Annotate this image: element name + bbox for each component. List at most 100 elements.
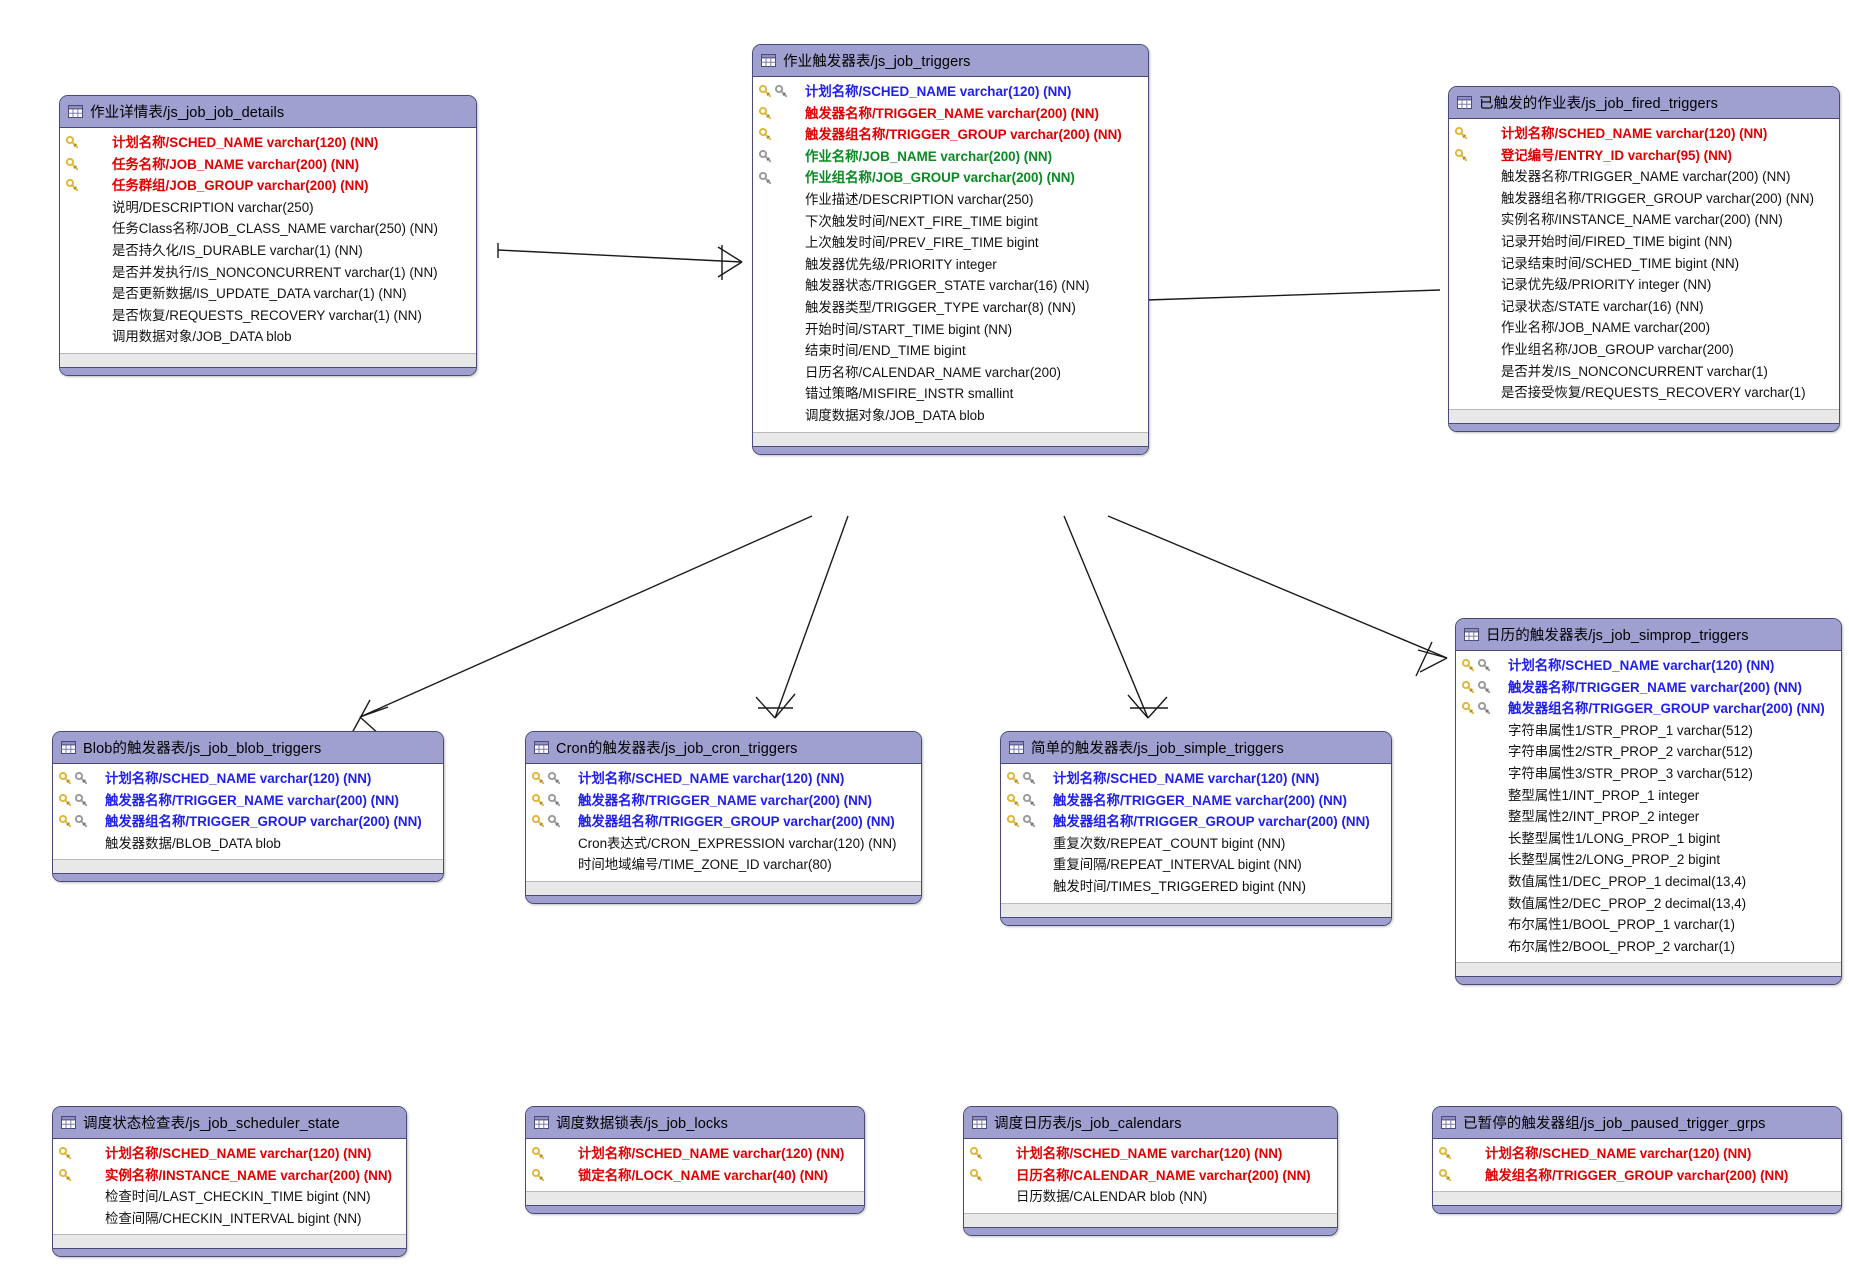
column-row[interactable]: 任务名称/JOB_NAME varchar(200) (NN)	[60, 154, 476, 176]
column-row[interactable]: 触发器名称/TRIGGER_NAME varchar(200) (NN)	[526, 790, 921, 812]
column-row[interactable]: 记录状态/STATE varchar(16) (NN)	[1449, 296, 1839, 318]
column-row[interactable]: 计划名称/SCHED_NAME varchar(120) (NN)	[1456, 655, 1841, 677]
column-row[interactable]: 计划名称/SCHED_NAME varchar(120) (NN)	[53, 768, 443, 790]
column-row[interactable]: 整型属性1/INT_PROP_1 integer	[1456, 785, 1841, 807]
column-row[interactable]: 调用数据对象/JOB_DATA blob	[60, 326, 476, 348]
column-row[interactable]: 计划名称/SCHED_NAME varchar(120) (NN)	[964, 1143, 1337, 1165]
column-row[interactable]: 字符串属性3/STR_PROP_3 varchar(512)	[1456, 763, 1841, 785]
column-row[interactable]: 计划名称/SCHED_NAME varchar(120) (NN)	[1449, 123, 1839, 145]
column-row[interactable]: 任务群组/JOB_GROUP varchar(200) (NN)	[60, 175, 476, 197]
column-row[interactable]: 日历数据/CALENDAR blob (NN)	[964, 1186, 1337, 1208]
column-row[interactable]: 触发器组名称/TRIGGER_GROUP varchar(200) (NN)	[1449, 188, 1839, 210]
column-row[interactable]: 结束时间/END_TIME bigint	[753, 340, 1148, 362]
column-row[interactable]: 错过策略/MISFIRE_INSTR smallint	[753, 383, 1148, 405]
column-row[interactable]: 计划名称/SCHED_NAME varchar(120) (NN)	[1433, 1143, 1841, 1165]
column-row[interactable]: 计划名称/SCHED_NAME varchar(120) (NN)	[60, 132, 476, 154]
column-row[interactable]: 是否并发/IS_NONCONCURRENT varchar(1)	[1449, 361, 1839, 383]
column-row[interactable]: 触发器类型/TRIGGER_TYPE varchar(8) (NN)	[753, 297, 1148, 319]
relationship-triggers-blob_triggers[interactable]	[351, 515, 813, 736]
column-row[interactable]: 实例名称/INSTANCE_NAME varchar(200) (NN)	[1449, 209, 1839, 231]
column-row[interactable]: 计划名称/SCHED_NAME varchar(120) (NN)	[1001, 768, 1391, 790]
column-row[interactable]: 作业名称/JOB_NAME varchar(200) (NN)	[753, 146, 1148, 168]
column-row[interactable]: 布尔属性1/BOOL_PROP_1 varchar(1)	[1456, 914, 1841, 936]
column-row[interactable]: 日历名称/CALENDAR_NAME varchar(200) (NN)	[964, 1165, 1337, 1187]
column-row[interactable]: 登记编号/ENTRY_ID varchar(95) (NN)	[1449, 145, 1839, 167]
entity-table-calendars[interactable]: 调度日历表/js_job_calendars 计划名称/SCHED_NAME va…	[963, 1106, 1338, 1236]
column-row[interactable]: 实例名称/INSTANCE_NAME varchar(200) (NN)	[53, 1165, 406, 1187]
column-row[interactable]: 是否更新数据/IS_UPDATE_DATA varchar(1) (NN)	[60, 283, 476, 305]
column-row[interactable]: 记录结束时间/SCHED_TIME bigint (NN)	[1449, 253, 1839, 275]
entity-table-simprop_triggers[interactable]: 日历的触发器表/js_job_simprop_triggers 计划名称/SCHE…	[1455, 618, 1842, 986]
column-row[interactable]: 触发器组名称/TRIGGER_GROUP varchar(200) (NN)	[753, 124, 1148, 146]
entity-table-blob_triggers[interactable]: Blob的触发器表/js_job_blob_triggers 计划名称/SCHED…	[52, 731, 444, 883]
column-row[interactable]: 计划名称/SCHED_NAME varchar(120) (NN)	[753, 81, 1148, 103]
column-row[interactable]: 检查间隔/CHECKIN_INTERVAL bigint (NN)	[53, 1208, 406, 1230]
column-row[interactable]: 长整型属性1/LONG_PROP_1 bigint	[1456, 828, 1841, 850]
column-row[interactable]: 重复次数/REPEAT_COUNT bigint (NN)	[1001, 833, 1391, 855]
table-header-blob_triggers[interactable]: Blob的触发器表/js_job_blob_triggers	[53, 732, 443, 764]
column-row[interactable]: 触发器状态/TRIGGER_STATE varchar(16) (NN)	[753, 275, 1148, 297]
column-row[interactable]: 整型属性2/INT_PROP_2 integer	[1456, 806, 1841, 828]
table-header-job_details[interactable]: 作业详情表/js_job_job_details	[60, 96, 476, 128]
column-row[interactable]: 触发器名称/TRIGGER_NAME varchar(200) (NN)	[1001, 790, 1391, 812]
column-row[interactable]: 触发器组名称/TRIGGER_GROUP varchar(200) (NN)	[1456, 698, 1841, 720]
column-row[interactable]: 是否接受恢复/REQUESTS_RECOVERY varchar(1)	[1449, 382, 1839, 404]
column-row[interactable]: 触发器名称/TRIGGER_NAME varchar(200) (NN)	[1456, 677, 1841, 699]
relationship-triggers-simple_triggers[interactable]	[1063, 515, 1168, 719]
column-row[interactable]: 时间地域编号/TIME_ZONE_ID varchar(80)	[526, 854, 921, 876]
column-row[interactable]: 计划名称/SCHED_NAME varchar(120) (NN)	[53, 1143, 406, 1165]
column-row[interactable]: 作业组名称/JOB_GROUP varchar(200)	[1449, 339, 1839, 361]
entity-table-simple_triggers[interactable]: 简单的触发器表/js_job_simple_triggers 计划名称/SCHED…	[1000, 731, 1392, 926]
column-row[interactable]: 开始时间/START_TIME bigint (NN)	[753, 319, 1148, 341]
column-row[interactable]: 检查时间/LAST_CHECKIN_TIME bigint (NN)	[53, 1186, 406, 1208]
column-row[interactable]: 字符串属性1/STR_PROP_1 varchar(512)	[1456, 720, 1841, 742]
column-row[interactable]: 任务Class名称/JOB_CLASS_NAME varchar(250) (N…	[60, 218, 476, 240]
relationship-triggers-fired_triggers[interactable]	[1146, 289, 1441, 301]
column-row[interactable]: 字符串属性2/STR_PROP_2 varchar(512)	[1456, 741, 1841, 763]
table-header-scheduler_state[interactable]: 调度状态检查表/js_job_scheduler_state	[53, 1107, 406, 1139]
table-header-locks[interactable]: 调度数据锁表/js_job_locks	[526, 1107, 864, 1139]
column-row[interactable]: 下次触发时间/NEXT_FIRE_TIME bigint	[753, 211, 1148, 233]
column-row[interactable]: 触发时间/TIMES_TRIGGERED bigint (NN)	[1001, 876, 1391, 898]
column-row[interactable]: 作业名称/JOB_NAME varchar(200)	[1449, 317, 1839, 339]
column-row[interactable]: 触发器组名称/TRIGGER_GROUP varchar(200) (NN)	[526, 811, 921, 833]
table-header-triggers[interactable]: 作业触发器表/js_job_triggers	[753, 45, 1148, 77]
column-row[interactable]: 是否恢复/REQUESTS_RECOVERY varchar(1) (NN)	[60, 305, 476, 327]
table-header-cron_triggers[interactable]: Cron的触发器表/js_job_cron_triggers	[526, 732, 921, 764]
column-row[interactable]: 调度数据对象/JOB_DATA blob	[753, 405, 1148, 427]
column-row[interactable]: 触发器名称/TRIGGER_NAME varchar(200) (NN)	[1449, 166, 1839, 188]
column-row[interactable]: 触发器数据/BLOB_DATA blob	[53, 833, 443, 855]
table-header-simprop_triggers[interactable]: 日历的触发器表/js_job_simprop_triggers	[1456, 619, 1841, 651]
column-row[interactable]: 是否并发执行/IS_NONCONCURRENT varchar(1) (NN)	[60, 262, 476, 284]
column-row[interactable]: 作业描述/DESCRIPTION varchar(250)	[753, 189, 1148, 211]
column-row[interactable]: 日历名称/CALENDAR_NAME varchar(200)	[753, 362, 1148, 384]
column-row[interactable]: 重复间隔/REPEAT_INTERVAL bigint (NN)	[1001, 854, 1391, 876]
table-header-calendars[interactable]: 调度日历表/js_job_calendars	[964, 1107, 1337, 1139]
column-row[interactable]: 长整型属性2/LONG_PROP_2 bigint	[1456, 849, 1841, 871]
table-header-paused_trigger_grps[interactable]: 已暂停的触发器组/js_job_paused_trigger_grps	[1433, 1107, 1841, 1139]
table-header-simple_triggers[interactable]: 简单的触发器表/js_job_simple_triggers	[1001, 732, 1391, 764]
column-row[interactable]: 锁定名称/LOCK_NAME varchar(40) (NN)	[526, 1165, 864, 1187]
column-row[interactable]: 触发器名称/TRIGGER_NAME varchar(200) (NN)	[753, 103, 1148, 125]
entity-table-paused_trigger_grps[interactable]: 已暂停的触发器组/js_job_paused_trigger_grps 计划名称/…	[1432, 1106, 1842, 1215]
column-row[interactable]: 记录优先级/PRIORITY integer (NN)	[1449, 274, 1839, 296]
entity-table-triggers[interactable]: 作业触发器表/js_job_triggers 计划名称/SCHED_NAME va…	[752, 44, 1149, 455]
column-row[interactable]: 数值属性1/DEC_PROP_1 decimal(13,4)	[1456, 871, 1841, 893]
column-row[interactable]: 布尔属性2/BOOL_PROP_2 varchar(1)	[1456, 936, 1841, 958]
column-row[interactable]: 触发组名称/TRIGGER_GROUP varchar(200) (NN)	[1433, 1165, 1841, 1187]
column-row[interactable]: 是否持久化/IS_DURABLE varchar(1) (NN)	[60, 240, 476, 262]
entity-table-job_details[interactable]: 作业详情表/js_job_job_details 计划名称/SCHED_NAME …	[59, 95, 477, 376]
relationship-triggers-cron_triggers[interactable]	[755, 515, 849, 719]
relationship-job_details-triggers[interactable]	[497, 243, 743, 280]
column-row[interactable]: 说明/DESCRIPTION varchar(250)	[60, 197, 476, 219]
column-row[interactable]: 数值属性2/DEC_PROP_2 decimal(13,4)	[1456, 893, 1841, 915]
column-row[interactable]: 触发器优先级/PRIORITY integer	[753, 254, 1148, 276]
column-row[interactable]: Cron表达式/CRON_EXPRESSION varchar(120) (NN…	[526, 833, 921, 855]
column-row[interactable]: 记录开始时间/FIRED_TIME bigint (NN)	[1449, 231, 1839, 253]
column-row[interactable]: 作业组名称/JOB_GROUP varchar(200) (NN)	[753, 167, 1148, 189]
column-row[interactable]: 上次触发时间/PREV_FIRE_TIME bigint	[753, 232, 1148, 254]
column-row[interactable]: 触发器名称/TRIGGER_NAME varchar(200) (NN)	[53, 790, 443, 812]
